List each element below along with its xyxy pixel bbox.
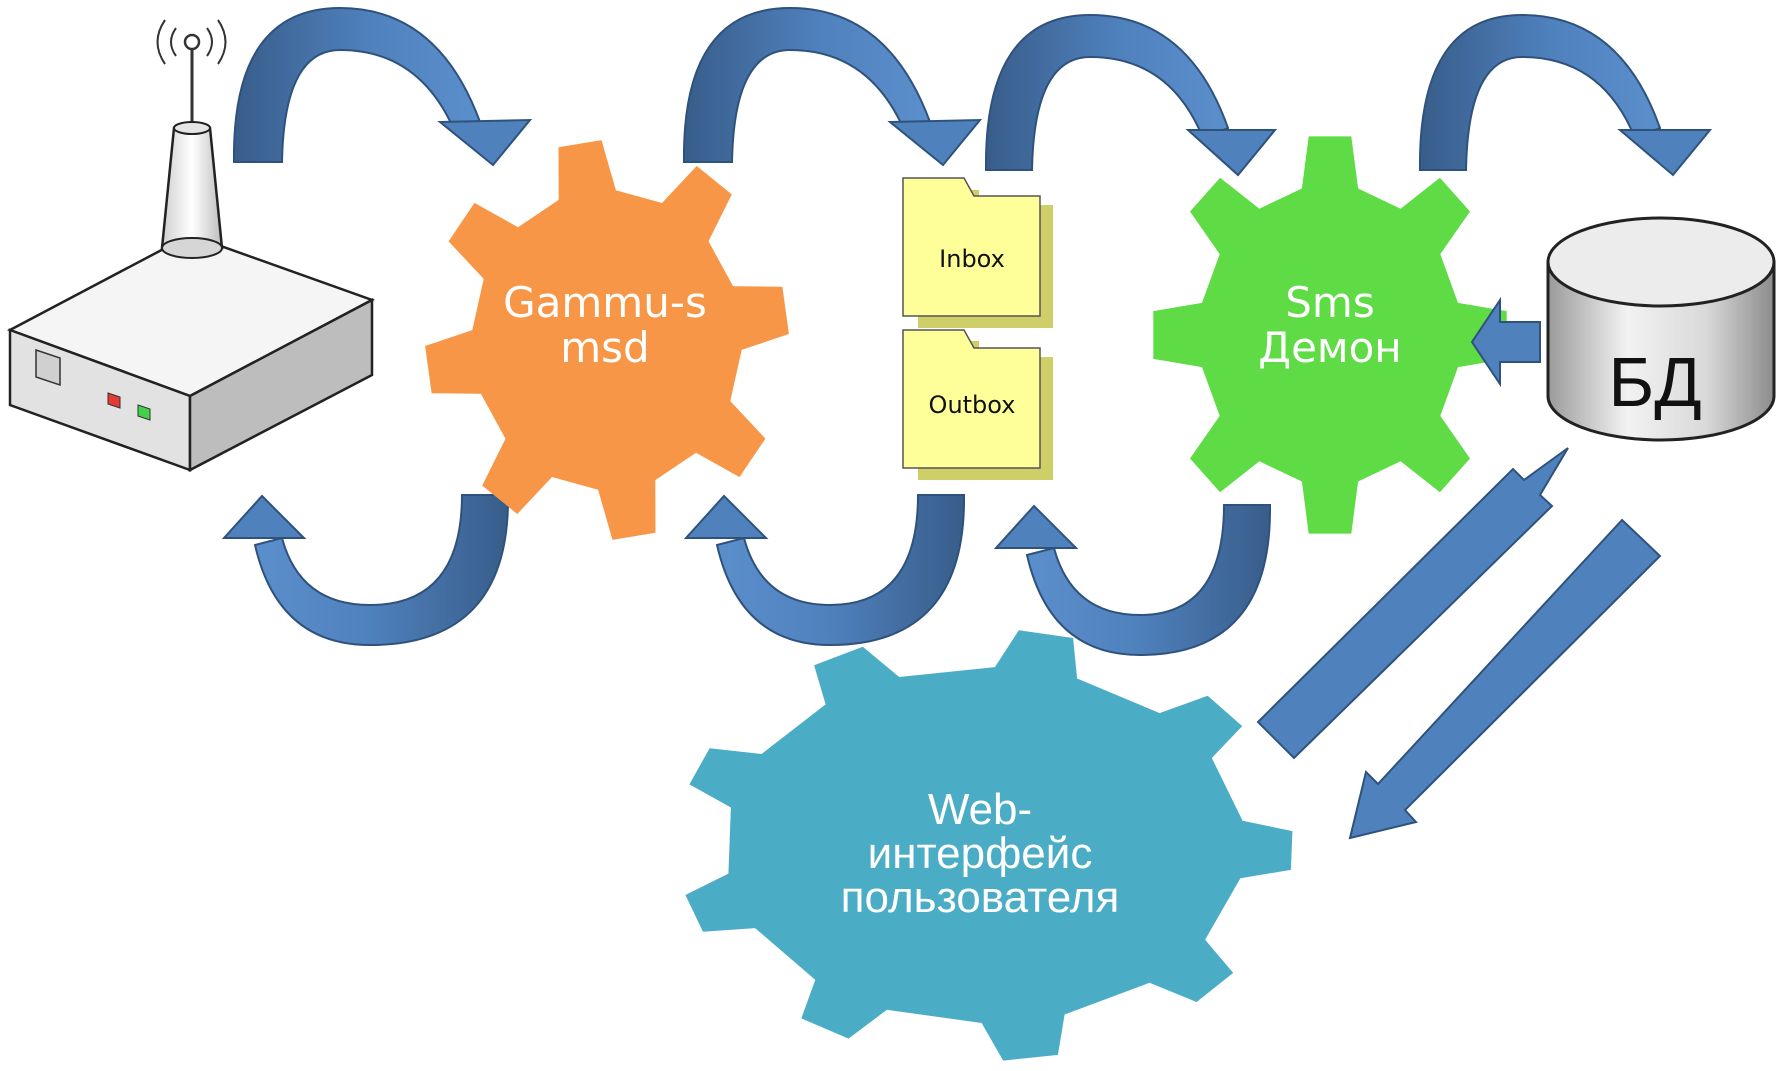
bottom-flow-arrows [221,494,1272,657]
arrow-inbox-to-daemon [984,13,1278,177]
arrow-gammu-to-router [221,494,510,647]
web-interface-gear [685,630,1293,1061]
outbox-folder-icon [902,329,1053,480]
router-icon [6,19,376,473]
arrow-daemon-to-db [1418,13,1713,177]
arrow-outbox-to-gammu [683,494,966,647]
top-flow-arrows [232,6,1713,177]
arrow-router-to-gammu [232,6,533,167]
arrow-web-to-db [1256,447,1569,760]
inbox-folder-icon [902,177,1053,328]
sms-daemon-gear [1153,136,1507,534]
gammu-smsd-gear [425,140,789,540]
gear-web-shape [685,630,1293,1061]
database-cylinder-icon [1546,216,1776,442]
gear-sms-shape [1153,136,1507,534]
gear-gammu-shape [425,140,789,540]
arrow-db-to-web [1348,518,1662,840]
arrow-db-to-daemon [1470,296,1541,388]
arrow-gammu-to-inbox [682,6,983,167]
arrow-daemon-to-outbox [993,504,1272,657]
